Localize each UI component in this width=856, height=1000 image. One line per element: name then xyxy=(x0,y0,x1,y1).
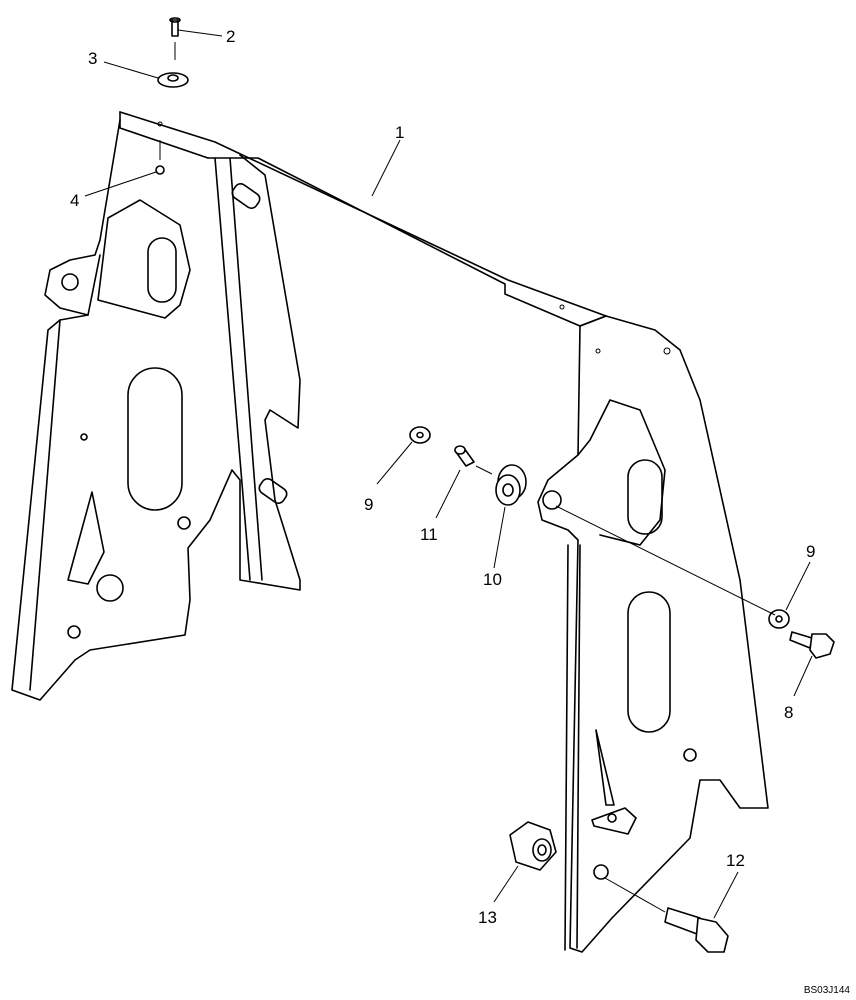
frame-bracket xyxy=(11,111,769,953)
callout-label-1: 1 xyxy=(395,123,404,142)
callout-8: 8 xyxy=(784,655,813,722)
callout-13: 13 xyxy=(478,865,519,927)
callout-label-13: 13 xyxy=(478,908,497,927)
callout-2: 2 xyxy=(177,27,235,46)
callout-label-2: 2 xyxy=(226,27,235,46)
part-10-roller xyxy=(495,464,527,506)
callout-3: 3 xyxy=(88,49,159,79)
callout-label-10: 10 xyxy=(483,570,502,589)
callout-label-9-right: 9 xyxy=(806,542,815,561)
callout-label-9-left: 9 xyxy=(364,495,373,514)
callout-9-left: 9 xyxy=(364,441,413,514)
part-9-washer-right xyxy=(768,609,790,629)
callout-label-3: 3 xyxy=(88,49,97,68)
part-11-bushing xyxy=(454,445,493,475)
part-13-hex-nut xyxy=(509,821,557,871)
callout-label-11: 11 xyxy=(420,525,438,544)
callout-4: 4 xyxy=(70,171,157,210)
callout-1: 1 xyxy=(371,123,404,197)
callout-10: 10 xyxy=(483,506,506,589)
part-12-bolt xyxy=(664,907,729,953)
callout-9-right: 9 xyxy=(785,542,815,611)
drawing-code: BS03J144 xyxy=(803,985,850,996)
part-8-bolt xyxy=(789,631,835,659)
callout-label-12: 12 xyxy=(726,851,745,870)
part-3-nut-washer xyxy=(157,72,189,88)
callout-label-4: 4 xyxy=(70,191,79,210)
callout-12: 12 xyxy=(713,851,745,919)
part-2-screw xyxy=(169,17,181,60)
part-9-washer-left xyxy=(409,426,431,444)
callout-11: 11 xyxy=(420,469,461,544)
callout-label-8: 8 xyxy=(784,703,793,722)
part-4-insert xyxy=(155,140,165,175)
